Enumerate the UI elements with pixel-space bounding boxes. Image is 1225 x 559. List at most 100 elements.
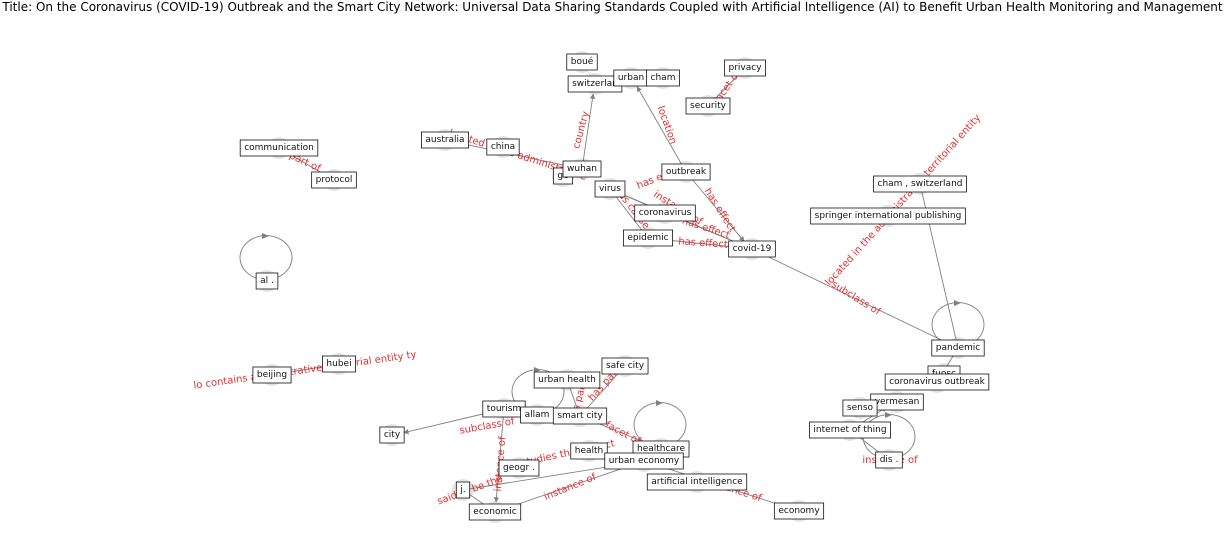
node-urban[interactable]: urban <box>613 69 649 87</box>
node-cham_switzerland[interactable]: cham , switzerland <box>873 175 967 193</box>
node-safe_city[interactable]: safe city <box>601 357 649 375</box>
self-loop-arrow-healthcare <box>656 400 663 406</box>
node-label-coronavirus_outbreak: coronavirus outbreak <box>889 377 985 387</box>
node-label-covid19: covid-19 <box>733 244 772 254</box>
node-springer[interactable]: springer international publishing <box>810 207 966 225</box>
node-iot[interactable]: internet of thing <box>809 421 891 439</box>
node-al[interactable]: al . <box>255 272 279 290</box>
node-epidemic[interactable]: epidemic <box>622 229 674 247</box>
self-loop-arrow-dis <box>885 412 892 418</box>
node-box-covid19 <box>728 240 776 258</box>
edge-label-e2: location <box>655 105 679 146</box>
node-covid19[interactable]: covid-19 <box>728 240 776 258</box>
node-smart_city[interactable]: smart city <box>552 407 608 425</box>
node-label-senso: senso <box>847 403 874 413</box>
node-label-al: al . <box>260 276 274 286</box>
node-health[interactable]: health <box>570 442 608 460</box>
node-box-cham <box>646 69 680 87</box>
edge-label-e12: subclass of <box>829 279 882 318</box>
node-box-economy <box>773 502 825 520</box>
node-senso[interactable]: senso <box>842 399 878 417</box>
node-city[interactable]: city <box>379 426 405 444</box>
node-label-communication: communication <box>244 143 314 153</box>
node-coronavirus_outbreak[interactable]: coronavirus outbreak <box>884 373 990 391</box>
node-box-al <box>255 272 279 290</box>
node-dis[interactable]: dis . <box>875 451 903 469</box>
node-label-economy: economy <box>778 506 820 516</box>
node-cham[interactable]: cham <box>646 69 680 87</box>
node-economic[interactable]: economic <box>468 503 522 521</box>
node-tourism[interactable]: tourism <box>482 400 526 418</box>
node-box-smart_city <box>552 407 608 425</box>
node-wuhan[interactable]: wuhan <box>562 160 602 178</box>
node-box-australia <box>421 131 469 149</box>
node-box-j <box>455 481 471 499</box>
edge-label-e15: lo contains administrative territorial e… <box>193 349 417 391</box>
node-box-dis <box>875 451 903 469</box>
edge-wuhan-switzerland <box>581 93 596 170</box>
graph-title: Title: On the Coronavirus (COVID-19) Out… <box>2 0 1223 14</box>
node-label-hubei: hubei <box>326 359 351 369</box>
node-label-j: j. <box>459 485 465 495</box>
node-protocol[interactable]: protocol <box>311 171 357 189</box>
node-australia[interactable]: australia <box>421 131 469 149</box>
node-pandemic[interactable]: pandemic <box>931 339 985 357</box>
node-j[interactable]: j. <box>455 481 471 499</box>
node-label-economic: economic <box>473 507 516 517</box>
node-virus[interactable]: virus <box>594 180 626 198</box>
node-box-epidemic <box>622 229 674 247</box>
self-loop-arrow-pandemic <box>954 300 961 306</box>
node-privacy[interactable]: privacy <box>724 59 766 77</box>
node-box-wuhan <box>562 160 602 178</box>
node-label-urban: urban <box>618 73 644 83</box>
node-label-safe_city: safe city <box>606 361 645 371</box>
node-security[interactable]: security <box>685 97 731 115</box>
node-box-pandemic <box>931 339 985 357</box>
edge-outbreak-urban <box>636 86 687 173</box>
node-box-economic <box>468 503 522 521</box>
node-label-cham_switzerland: cham , switzerland <box>878 179 963 189</box>
node-box-hubei <box>322 355 356 373</box>
node-box-communication <box>239 139 319 157</box>
node-urban_health[interactable]: urban health <box>533 371 601 389</box>
node-box-coronavirus <box>634 204 696 222</box>
node-communication[interactable]: communication <box>239 139 319 157</box>
node-economy[interactable]: economy <box>773 502 825 520</box>
node-label-epidemic: epidemic <box>627 233 668 243</box>
node-label-switzerland: switzerlan <box>572 79 618 89</box>
node-label-australia: australia <box>425 135 464 145</box>
node-label-tourism: tourism <box>487 404 521 414</box>
node-box-beijing <box>252 366 292 384</box>
edge-tourism-economic <box>493 408 505 503</box>
node-label-virus: virus <box>599 184 621 194</box>
node-label-china: china <box>491 142 515 152</box>
node-box-coronavirus_outbreak <box>884 373 990 391</box>
node-label-health: health <box>575 446 604 456</box>
edge-label-e22: instance of <box>543 472 599 503</box>
node-boue[interactable]: boué <box>566 53 598 71</box>
node-beijing[interactable]: beijing <box>252 366 292 384</box>
node-coronavirus[interactable]: coronavirus <box>634 204 696 222</box>
node-hubei[interactable]: hubei <box>322 355 356 373</box>
node-label-vermesan: vermesan <box>875 397 920 407</box>
node-label-urban_economy: urban economy <box>609 456 680 466</box>
edge-label-e13: located in the administrative territoria… <box>824 112 984 288</box>
node-geogr[interactable]: geogr . <box>498 459 540 477</box>
node-label-cham: cham <box>651 73 676 83</box>
self-loop-arrow-tourism <box>534 367 541 373</box>
node-outbreak[interactable]: outbreak <box>661 163 711 181</box>
node-allam[interactable]: allam <box>520 406 554 424</box>
edge-covid19-pandemic <box>751 248 959 349</box>
node-label-outbreak: outbreak <box>666 167 707 177</box>
node-china[interactable]: china <box>486 138 520 156</box>
node-label-protocol: protocol <box>316 175 353 185</box>
edge-label-e11: has effect <box>678 236 728 250</box>
node-label-allam: allam <box>525 410 550 420</box>
node-box-china <box>486 138 520 156</box>
node-vermesan[interactable]: vermesan <box>870 393 924 411</box>
node-box-security <box>685 97 731 115</box>
node-box-protocol <box>311 171 357 189</box>
node-urban_economy[interactable]: urban economy <box>604 452 684 470</box>
node-ai[interactable]: artificial intelligence <box>646 473 748 491</box>
